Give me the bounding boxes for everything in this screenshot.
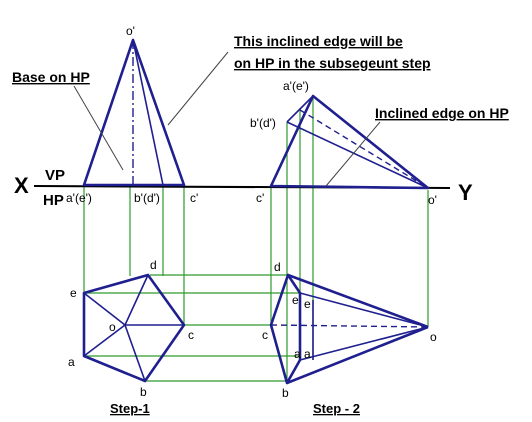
- step2-title: Step - 2: [313, 401, 360, 416]
- step1-elevation-triangle: [82, 38, 186, 187]
- step1-elevation-edge-b-d: [132, 39, 164, 186]
- label-step1-c: c': [190, 191, 198, 205]
- label-step2-plan-c: c: [262, 328, 268, 342]
- annotation-inclined-edge-on-hp: Inclined edge on HP: [375, 105, 509, 121]
- step1-plan-pentagon: [82, 273, 186, 383]
- step2-plan: [269, 273, 429, 385]
- step2-elevation-base-top: [286, 95, 314, 123]
- label-step1-plan-c: c: [188, 328, 194, 342]
- x-label: X: [14, 173, 29, 198]
- label-step1-plan-o: o: [109, 320, 116, 334]
- label-step2-plan-a: a: [294, 347, 301, 361]
- label-step2-plan-e: e: [292, 293, 299, 307]
- step2-plan-c-o-hidden: [270, 324, 429, 328]
- step2-elevation: [269, 94, 430, 190]
- projector-lines: [83, 96, 429, 383]
- annotation-base-on-hp: Base on HP: [12, 69, 90, 85]
- step2-plan-a-o: [299, 326, 429, 361]
- label-step2-plan-o: o: [430, 330, 437, 344]
- annotation-leaders: [73, 51, 381, 187]
- step2-plan-e-o: [299, 292, 429, 328]
- hp-label: HP: [43, 192, 64, 209]
- step1-plan-o-d: [124, 274, 149, 326]
- label-step2-b-d: b'(d'): [250, 116, 276, 130]
- step1-plan-o-e: [83, 292, 126, 326]
- label-step1-apex: o': [126, 24, 135, 38]
- label-step2-c: c': [256, 191, 264, 205]
- step2-plan-b-o: [286, 325, 429, 385]
- leader-inclined-edge-on-hp: [325, 121, 381, 187]
- label-step2-plan-a-small: a: [304, 347, 311, 361]
- step1-plan-o-a: [83, 324, 126, 357]
- label-step2-plan-e-small: e: [304, 297, 311, 311]
- label-step2-a-e: a'(e'): [283, 79, 309, 93]
- label-step1-plan-d: d: [150, 258, 157, 272]
- vp-label: VP: [45, 167, 65, 184]
- label-step2-plan-b: b: [282, 386, 289, 400]
- label-step1-plan-e: e: [70, 286, 77, 300]
- step2-elevation-edge-b-d: [286, 121, 429, 189]
- leader-inclined-edge: [167, 51, 229, 126]
- label-step1-a-e: a'(e'): [66, 191, 92, 205]
- y-label: Y: [458, 180, 473, 205]
- annotation-inclined-edge-line1: This inclined edge will be: [234, 33, 403, 49]
- step1-plan: [82, 273, 186, 383]
- leader-base-on-hp: [73, 85, 124, 171]
- step1-plan-o-b: [124, 324, 146, 382]
- label-step2-plan-d: d: [274, 260, 281, 274]
- step2-plan-base: [269, 273, 302, 385]
- annotation-inclined-edge-line2: on HP in the subsegeunt step: [234, 55, 431, 71]
- label-step1-plan-b: b: [140, 385, 147, 399]
- label-step2-apex: o': [428, 193, 437, 207]
- step1-title: Step-1: [110, 401, 150, 416]
- label-step1-plan-a: a: [68, 355, 75, 369]
- step2-elevation-outline: [269, 94, 430, 190]
- step1-elevation: [82, 38, 186, 187]
- step2-plan-d-o: [287, 273, 429, 329]
- step2-elevation-hidden-edge: [299, 109, 429, 189]
- label-step1-b-d: b'(d'): [134, 191, 160, 205]
